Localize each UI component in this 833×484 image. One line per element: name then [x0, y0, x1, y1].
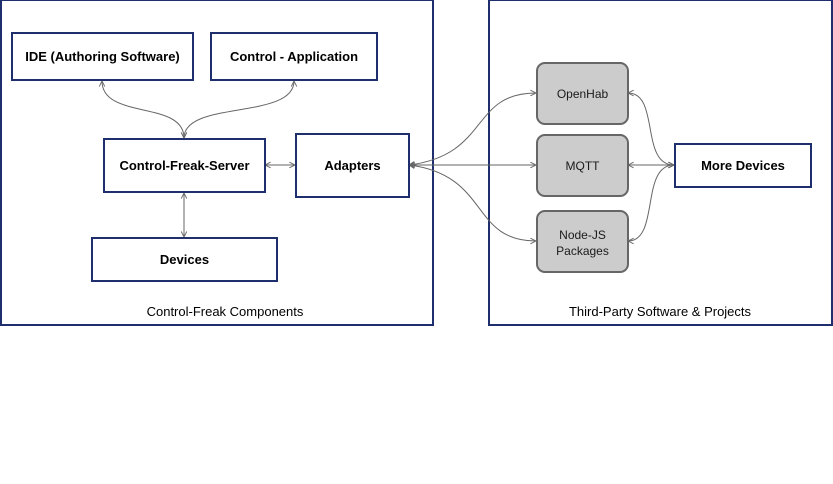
- node-devices: Devices: [91, 237, 278, 282]
- node-nodejs-packages: Node-JS Packages: [536, 210, 629, 273]
- node-openhab-box: [536, 62, 629, 125]
- node-nodejs-box: [536, 210, 629, 273]
- node-adapters: Adapters: [295, 133, 410, 198]
- node-mqtt-box: [536, 134, 629, 197]
- node-control-application-box: [210, 32, 378, 81]
- edge-control-app-server: [184, 81, 294, 138]
- node-adapters-box: [295, 133, 410, 198]
- node-control-application-label: Control - Application: [230, 49, 358, 64]
- edge-nodejs-more-devices: [628, 165, 674, 241]
- node-more-devices: More Devices: [674, 143, 812, 188]
- node-nodejs-label-line2: Packages: [556, 244, 609, 258]
- node-devices-box: [91, 237, 278, 282]
- node-ide: IDE (Authoring Software): [11, 32, 194, 81]
- node-mqtt: MQTT: [536, 134, 629, 197]
- node-server-label: Control-Freak-Server: [119, 158, 249, 173]
- edges: [102, 81, 674, 241]
- edge-adapters-nodejs: [409, 165, 536, 241]
- node-mqtt-label: MQTT: [566, 159, 601, 173]
- node-control-application: Control - Application: [210, 32, 378, 81]
- edge-ide-server: [102, 81, 184, 138]
- node-more-devices-label: More Devices: [701, 158, 785, 173]
- node-ide-label: IDE (Authoring Software): [25, 49, 180, 64]
- group-label-right: Third-Party Software & Projects: [569, 304, 752, 319]
- node-server-box: [103, 138, 266, 193]
- node-openhab: OpenHab: [536, 62, 629, 125]
- node-control-freak-server: Control-Freak-Server: [103, 138, 266, 193]
- edge-adapters-openhab: [409, 93, 536, 165]
- group-label-left: Control-Freak Components: [147, 304, 304, 319]
- node-more-devices-box: [674, 143, 812, 188]
- node-devices-label: Devices: [160, 252, 209, 267]
- node-nodejs-label-line1: Node-JS: [559, 228, 606, 242]
- node-adapters-label: Adapters: [324, 158, 380, 173]
- node-ide-box: [11, 32, 194, 81]
- node-openhab-label: OpenHab: [557, 87, 609, 101]
